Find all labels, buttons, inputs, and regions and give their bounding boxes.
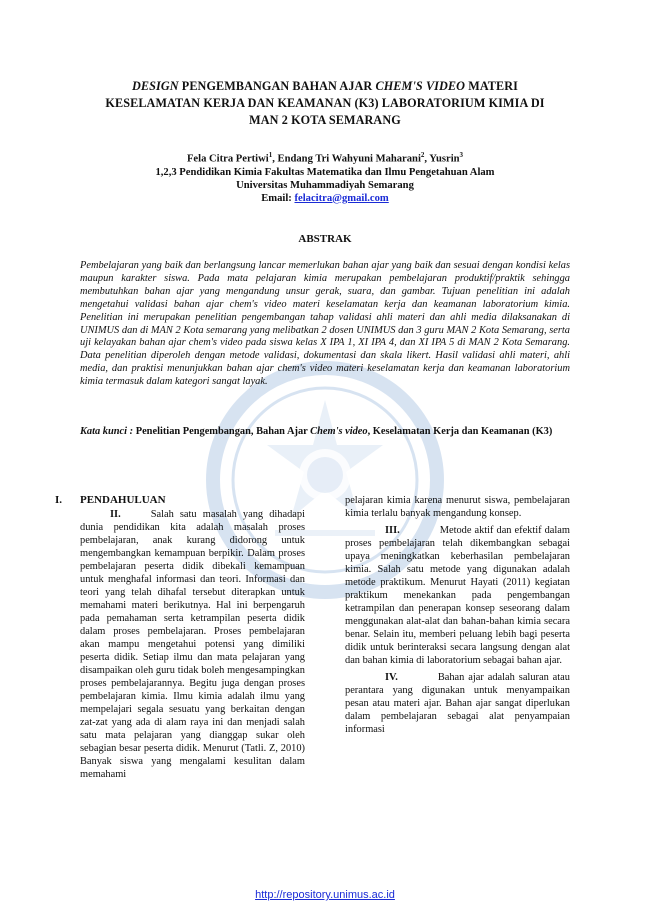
keywords-part2: , Keselamatan Kerja dan Keamanan (K3) [367, 426, 553, 437]
paragraph-number-ii: II. [110, 509, 121, 520]
paragraph-continued: pelajaran kimia karena menurut siswa, pe… [345, 495, 570, 519]
paragraph-iv-text: Bahan ajar adalah saluran atau perantara… [345, 672, 570, 735]
paragraph-iv: IV.Bahan ajar adalah saluran atau perant… [345, 671, 570, 736]
title-line3: MAN 2 KOTA SEMARANG [249, 113, 401, 127]
paragraph-iii: III.Metode aktif dan efektif dalam prose… [345, 524, 570, 667]
keywords-label: Kata kunci : [80, 426, 136, 437]
section-title: PENDAHULUAN [80, 494, 166, 506]
paper-title: DESIGN PENGEMBANGAN BAHAN AJAR CHEM'S VI… [60, 78, 590, 129]
paragraph-number-iv: IV. [385, 672, 398, 683]
university: Universitas Muhammadiyah Semarang [236, 179, 414, 191]
email-link[interactable]: felacitra@gmail.com [294, 192, 389, 204]
section-number: I. [55, 494, 63, 506]
author-2: , Endang Tri Wahyuni Maharani [272, 153, 421, 165]
abstract-heading: ABSTRAK [298, 233, 352, 245]
author-3: , Yusrin [424, 153, 460, 165]
repository-link[interactable]: http://repository.unimus.ac.id [255, 889, 395, 901]
paragraph-number-iii: III. [385, 525, 400, 536]
paragraph-iii-text: Metode aktif dan efektif dalam proses pe… [345, 525, 570, 666]
author-2-sup: 2 [420, 151, 425, 159]
column-left: II.Salah satu masalah yang dihadapi duni… [80, 508, 305, 781]
author-block: Fela Citra Pertiwi1, Endang Tri Wahyuni … [60, 149, 590, 205]
paragraph-ii: II.Salah satu masalah yang dihadapi duni… [80, 508, 305, 781]
title-line1-end: MATERI [465, 79, 519, 93]
title-italic-design: DESIGN [131, 79, 179, 93]
author-1-sup: 1 [268, 151, 273, 159]
abstract-text: Pembelajaran yang baik dan berlangsung l… [80, 260, 570, 388]
column-right: pelajaran kimia karena menurut siswa, pe… [345, 494, 570, 736]
title-line1-text: PENGEMBANGAN BAHAN AJAR [178, 79, 376, 93]
title-italic-chems-video: CHEM'S VIDEO [375, 79, 466, 93]
page-footer: http://repository.unimus.ac.id [0, 889, 650, 901]
affiliation: 1,2,3 Pendidikan Kimia Fakultas Matemati… [155, 166, 495, 178]
author-1: Fela Citra Pertiwi [186, 153, 269, 165]
keywords: Kata kunci : Penelitian Pengembangan, Ba… [80, 425, 570, 438]
paragraph-ii-text: Salah satu masalah yang dihadapi dunia p… [80, 509, 305, 780]
keywords-italic: Chem's video [310, 426, 368, 437]
email-label: Email: [261, 192, 295, 204]
title-line2: KESELAMATAN KERJA DAN KEAMANAN (K3) LABO… [105, 96, 545, 110]
author-3-sup: 3 [459, 151, 464, 159]
keywords-part1: Penelitian Pengembangan, Bahan Ajar [135, 426, 311, 437]
